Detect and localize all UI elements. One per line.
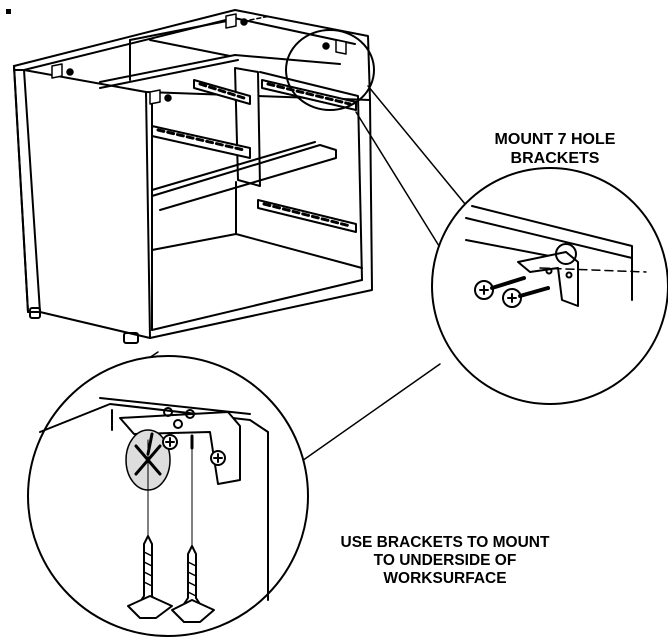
cabinet-brackets xyxy=(51,13,347,105)
use-brackets-label: USE BRACKETS TO MOUNT TO UNDERSIDE OF WO… xyxy=(300,534,590,588)
detail-callout-top-source xyxy=(285,29,375,111)
detail-circle-top xyxy=(431,167,668,405)
corner-mark xyxy=(6,9,11,14)
label-line: BRACKETS xyxy=(510,150,600,167)
detail-circle-bottom xyxy=(27,355,309,637)
mount-brackets-label: MOUNT 7 HOLE BRACKETS xyxy=(470,130,640,168)
label-line: TO UNDERSIDE OF xyxy=(373,552,517,569)
label-line: USE BRACKETS TO MOUNT xyxy=(340,534,550,551)
label-line: MOUNT 7 HOLE xyxy=(494,131,616,148)
cabinet xyxy=(13,9,373,344)
label-line: WORKSURFACE xyxy=(383,570,507,587)
drawer-slides xyxy=(151,79,357,233)
